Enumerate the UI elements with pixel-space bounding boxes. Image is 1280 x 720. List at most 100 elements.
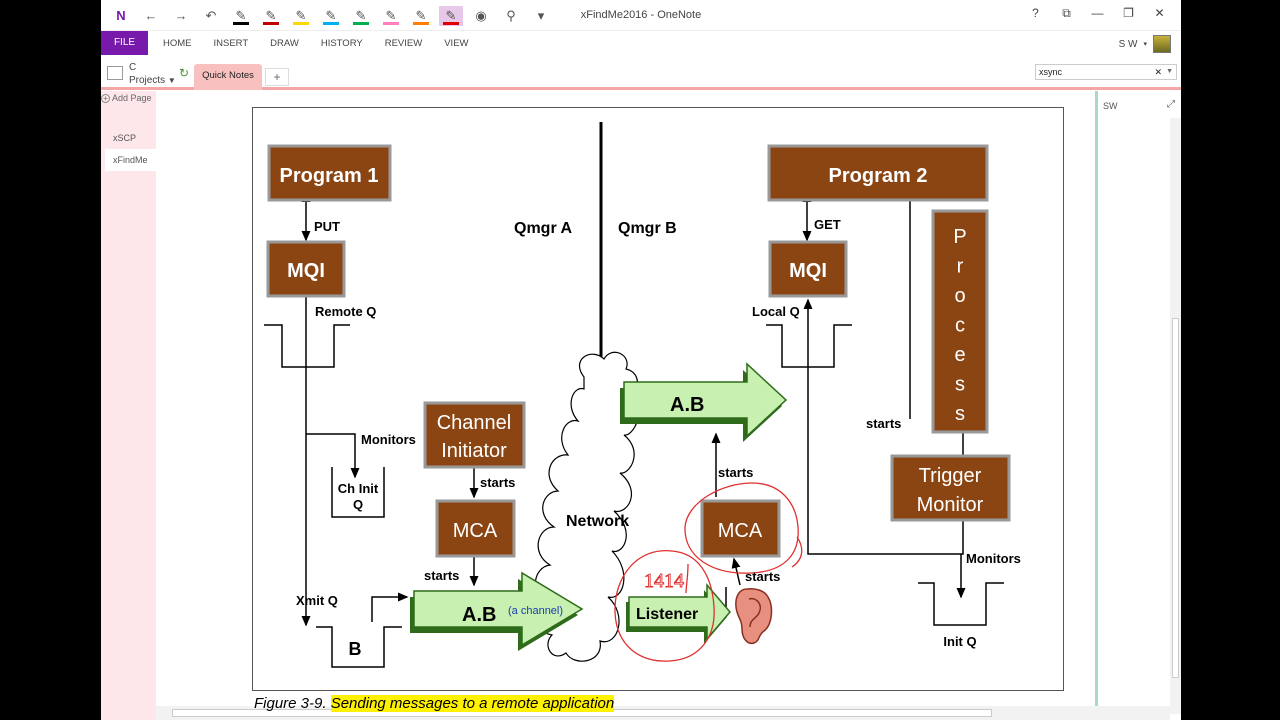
lasso-icon[interactable]: ⚲ [506,8,516,23]
tab-history[interactable]: HISTORY [320,38,363,49]
undo-icon[interactable]: ↶ [205,8,217,23]
scroll-thumb[interactable] [1172,318,1179,678]
channel-initiator-box [423,401,526,469]
restore-icon[interactable]: ❐ [1123,6,1134,20]
process-letter: s [955,403,965,425]
search-value: xsync [1039,67,1063,77]
listener-arrow [628,582,731,642]
pen-red-icon[interactable]: ✎ [259,6,283,26]
full-page-view-icon[interactable]: ⧉ [1062,6,1071,20]
highlighter-green-icon[interactable]: ✎ [349,6,373,26]
handwritten-annotation: 1414 [644,570,684,592]
notebook-icon [107,66,123,80]
xmit-q-label: Xmit Q [296,593,338,608]
pen-color-swatch [353,22,369,25]
search-scope-icon[interactable]: ▼ [1166,68,1173,75]
highlighter-yellow-icon[interactable]: ✎ [289,6,313,26]
add-page-button[interactable]: +Add Page [101,93,152,103]
tab-quick-notes[interactable]: Quick Notes [194,64,262,90]
highlighter-orange-icon[interactable]: ✎ [409,6,433,26]
mca-label: MCA [718,520,763,542]
sync-icon[interactable]: ↻ [179,66,190,80]
listener-label: Listener [636,606,698,623]
page-item[interactable]: xFindMe [105,149,156,171]
notebook-subtitle: Projects ▼ [129,75,176,86]
vertical-scrollbar[interactable] [1170,118,1181,714]
expand-icon[interactable]: ⤢ [1167,99,1175,110]
tab-insert[interactable]: INSERT [213,38,249,49]
ear-icon [735,588,773,645]
pen-color-swatch [413,22,429,25]
pen-color-swatch [443,22,459,25]
window-title: xFindMe2016 - OneNote [580,9,702,21]
page-list: +Add Page xSCP xFindMe [101,91,156,720]
title-bar: N ← → ↶ ✎ ✎ ✎ ✎ ✎ ✎ ✎ ✎ ◉ ⚲ ▾ xFindMe201… [101,0,1181,31]
channel-arrow-ab [413,571,584,647]
process-letter: e [954,344,965,366]
program2-box [767,144,989,202]
get-label: GET [814,217,841,232]
ink-stroke [685,563,689,594]
minimize-icon[interactable]: — [1091,6,1104,20]
pen-black-icon[interactable]: ✎ [229,6,253,26]
page-item[interactable]: xSCP [113,133,137,143]
tab-draw[interactable]: DRAW [270,38,299,49]
tab-review[interactable]: REVIEW [384,38,423,49]
back-icon[interactable]: ← [144,8,158,23]
pen-color-swatch [323,22,339,25]
customize-qat-icon[interactable]: ▾ [537,8,545,23]
monitors-label: Monitors [966,551,1021,566]
tab-file[interactable]: FILE [101,31,148,55]
clear-search-icon[interactable]: ✕ [1154,67,1162,77]
user-name: S W [1118,38,1138,50]
trigger-monitor-box [890,454,1011,522]
mca-box [700,499,781,558]
help-icon[interactable]: ? [1032,6,1039,20]
ch-init-q-label-2: Q [353,497,363,512]
process-letter: o [954,285,965,307]
mqi-box [768,240,848,298]
network-label: Network [566,513,629,530]
trigger-monitor-label-1: Trigger [919,465,982,487]
process-letter: r [957,256,964,278]
close-icon[interactable]: ✕ [1154,6,1165,20]
remote-q-label: Remote Q [315,304,376,319]
chevron-down-icon: ▼ [167,76,176,85]
starts-label: starts [424,568,459,583]
connector-lines [264,122,1004,668]
user-account[interactable]: S W ▾ [1119,35,1171,53]
pen-red-selected-icon[interactable]: ✎ [439,6,463,26]
process-box [931,209,989,434]
qmgr-b-label: Qmgr B [618,220,677,237]
notebook-name: C [129,62,137,73]
quick-access-toolbar: N ← → ↶ ✎ ✎ ✎ ✎ ✎ ✎ ✎ ✎ ◉ ⚲ ▾ [109,6,559,26]
mqi-label: MQI [789,260,827,282]
mca-box [435,499,516,558]
trigger-monitor-label-2: Monitor [917,494,984,516]
channel-initiator-label-2: Initiator [441,440,507,462]
tab-view[interactable]: VIEW [444,38,469,49]
notebook-bar: C Projects ▼ ↻ Quick Notes + xsync ✕ ▼ [101,56,1181,90]
add-section-button[interactable]: + [265,68,289,86]
starts-label: starts [480,475,515,490]
starts-label: starts [745,569,780,584]
onenote-logo-icon: N [116,8,126,23]
forward-icon[interactable]: → [174,8,188,23]
tab-home[interactable]: HOME [163,38,192,49]
ink-annotations [614,482,803,662]
diagram-labels: Program 1 MQI Channel Initiator MCA MCA … [280,165,1021,659]
program1-box [267,144,392,202]
search-input[interactable]: xsync ✕ ▼ [1035,64,1177,80]
process-letter: s [955,374,965,396]
highlighter-blue-icon[interactable]: ✎ [319,6,343,26]
mca-label: MCA [453,520,498,542]
color-wheel-icon[interactable]: ◉ [475,8,487,23]
side-panel-label: SW [1103,101,1118,111]
plus-icon: + [101,94,110,103]
highlighter-pink-icon[interactable]: ✎ [379,6,403,26]
ink-circle-mca [684,482,799,574]
process-letter: c [955,315,965,337]
ribbon-tabs: FILE HOME INSERT DRAW HISTORY REVIEW VIE… [101,31,1181,56]
local-q-label: Local Q [752,304,800,319]
starts-label: starts [718,465,753,480]
